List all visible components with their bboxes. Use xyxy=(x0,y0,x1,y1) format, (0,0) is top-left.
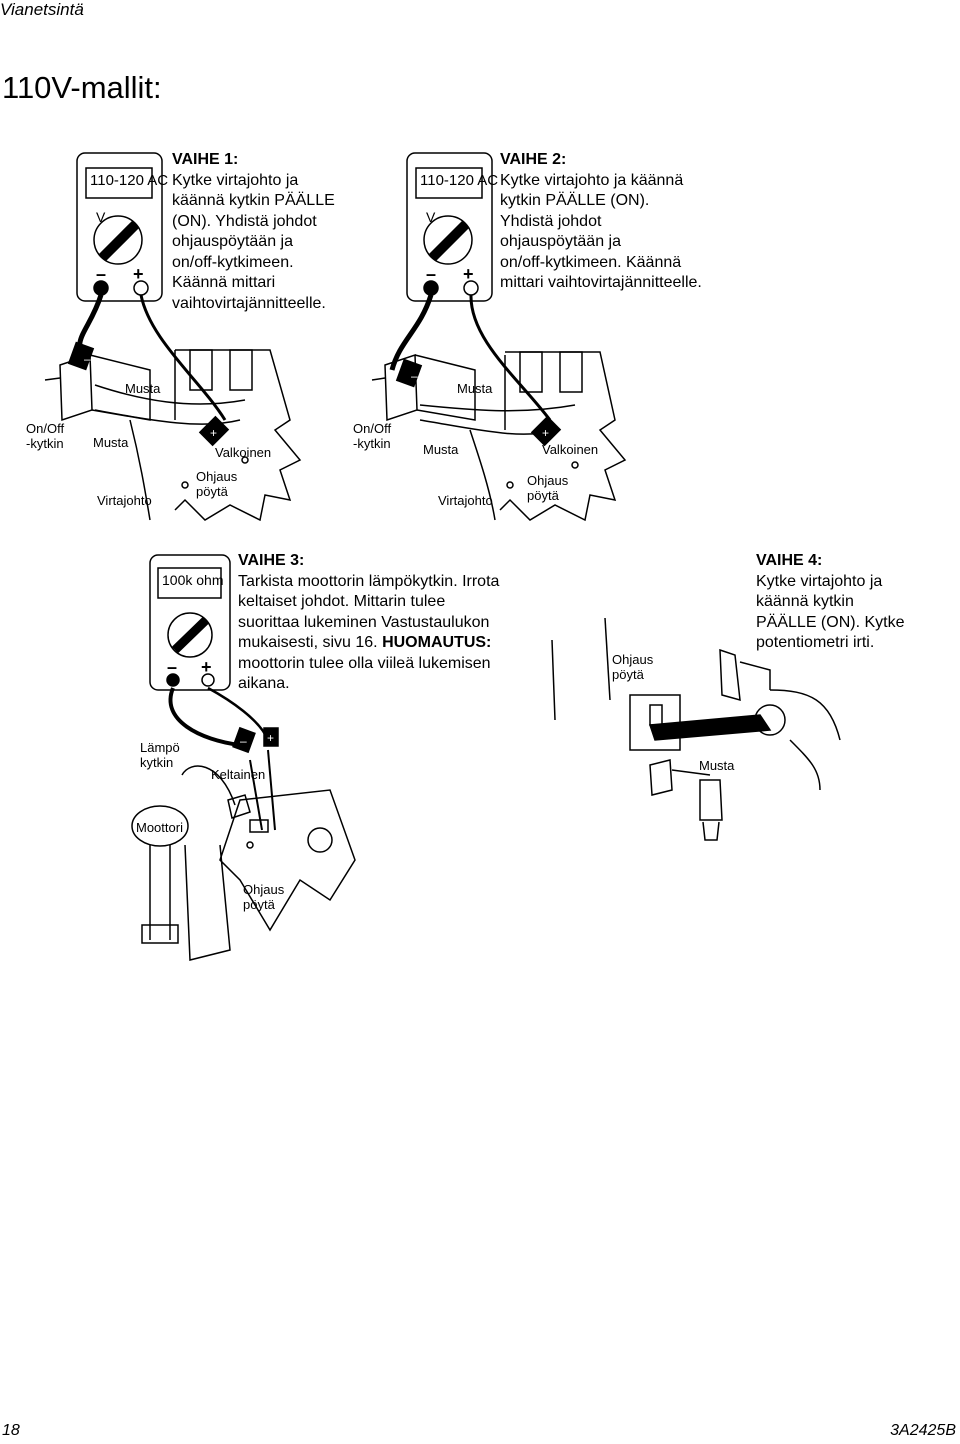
step-2-line: mittari vaihtovirtajännitteelle. xyxy=(500,274,702,291)
svg-text:–: – xyxy=(426,264,436,284)
svg-text:–: – xyxy=(96,264,106,284)
page-title: 110V-mallit: xyxy=(2,70,162,105)
red-probe-wire xyxy=(139,294,227,421)
multimeter-3-icon xyxy=(149,554,231,691)
svg-text:+: + xyxy=(463,264,474,284)
step-2-line: kytkin PÄÄLLE (ON). xyxy=(500,192,650,209)
step-2-line: ohjauspöytään ja xyxy=(500,233,621,250)
label-virtajohto: Virtajohto xyxy=(438,493,493,508)
step-4-line: käännä kytkin xyxy=(756,593,854,610)
label-musta: Musta xyxy=(423,442,459,457)
svg-text:+: + xyxy=(133,264,144,284)
step-4: VAIHE 4: Kytke virtajohto ja käännä kytk… xyxy=(756,551,905,654)
step-1-line: Käännä mittari xyxy=(172,274,276,291)
step-3-line: mukaisesti, sivu 16. xyxy=(238,634,378,651)
step-1: VAIHE 1: Kytke virtajohto ja käännä kytk… xyxy=(172,150,335,314)
step-1-line: on/off-kytkimeen. xyxy=(172,253,294,271)
step-3-note-label: HUOMAUTUS: xyxy=(382,634,492,651)
label-onoff: On/Off-kytkin xyxy=(26,421,65,451)
page-number: 18 xyxy=(2,1422,20,1439)
meter-1-display: 110-120 AC xyxy=(90,172,169,189)
step-1-line: ohjauspöytään ja xyxy=(172,233,293,250)
label-musta: Musta xyxy=(93,435,129,450)
motor-diagram xyxy=(131,765,356,961)
svg-text:–: – xyxy=(84,352,91,366)
step-2: VAIHE 2: Kytke virtajohto ja käännä kytk… xyxy=(500,150,702,294)
doc-code: 3A2425B xyxy=(890,1422,956,1439)
switch-diagram-1 xyxy=(44,349,302,522)
step-1-line: Kytke virtajohto ja xyxy=(172,171,299,189)
label-moottori: Moottori xyxy=(136,820,183,835)
step-3-note-line: moottorin tulee olla viileä lukemisen xyxy=(238,654,491,672)
label-valkoinen: Valkoinen xyxy=(542,442,599,457)
step-3: VAIHE 3: Tarkista moottorin lämpökytkin.… xyxy=(238,551,499,695)
step-4-label: VAIHE 4: xyxy=(756,552,823,569)
multimeter-2-icon xyxy=(406,152,493,302)
step-2-line: Yhdistä johdot xyxy=(500,212,602,230)
svg-text:V: V xyxy=(96,209,106,225)
step-1-line: (ON). Yhdistä johdot xyxy=(172,212,317,230)
step-4-line: PÄÄLLE (ON). Kytke xyxy=(756,613,905,631)
switch-diagram-2 xyxy=(371,351,627,522)
step-2-line: on/off-kytkimeen. Käännä xyxy=(500,253,682,271)
svg-text:+: + xyxy=(201,657,212,677)
meter-3-display: 100k ohm xyxy=(162,572,224,588)
step-2-label: VAIHE 2: xyxy=(500,151,567,168)
step-4-line: potentiometri irti. xyxy=(756,634,875,651)
step-3-note-line: aikana. xyxy=(238,675,290,692)
svg-text:–: – xyxy=(411,369,418,383)
svg-text:+: + xyxy=(210,426,217,440)
thermistor-diagram xyxy=(551,617,841,841)
step-2-line: Kytke virtajohto ja käännä xyxy=(500,171,684,189)
label-keltainen: Keltainen xyxy=(211,767,266,782)
step-1-line: vaihtovirtajännitteelle. xyxy=(172,294,326,312)
step-4-line: Kytke virtajohto ja xyxy=(756,572,883,590)
meter-2-display: 110-120 AC xyxy=(420,172,499,189)
svg-text:+: + xyxy=(267,731,274,745)
svg-text:–: – xyxy=(167,657,177,677)
section-header: Vianetsintä xyxy=(0,0,84,19)
multimeter-1-icon xyxy=(76,152,163,302)
label-onoff: On/Off-kytkin xyxy=(353,421,392,451)
step-1-label: VAIHE 1: xyxy=(172,151,239,168)
svg-text:V: V xyxy=(426,209,436,225)
label-musta: Musta xyxy=(699,758,735,773)
svg-text:–: – xyxy=(240,734,247,748)
label-musta: Musta xyxy=(125,381,161,396)
step-1-line: käännä kytkin PÄÄLLE xyxy=(172,192,335,209)
step-3-label: VAIHE 3: xyxy=(238,552,305,569)
label-valkoinen: Valkoinen xyxy=(215,445,272,460)
label-virtajohto: Virtajohto xyxy=(97,493,152,508)
step-3-line: suorittaa lukeminen Vastustaulukon xyxy=(238,613,490,631)
step-3-line: Tarkista moottorin lämpökytkin. Irrota xyxy=(238,572,500,590)
label-musta: Musta xyxy=(457,381,493,396)
step-3-line: keltaiset johdot. Mittarin tulee xyxy=(238,593,446,610)
svg-text:+: + xyxy=(542,426,549,440)
